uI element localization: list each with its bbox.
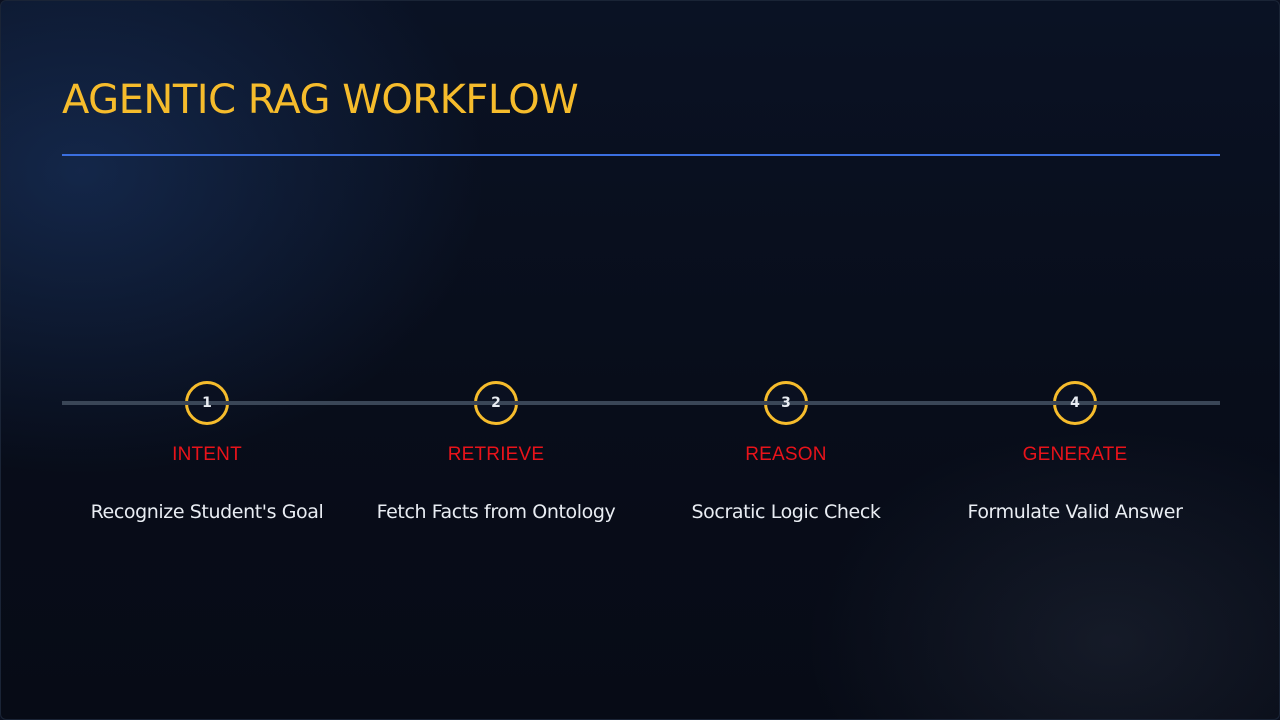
timeline-line	[62, 401, 1220, 405]
step-node-2: 2	[474, 381, 518, 425]
step-number: 3	[781, 395, 791, 411]
step-description: Fetch Facts from Ontology	[376, 501, 616, 523]
step-node-1: 1	[185, 381, 229, 425]
step-label: RETRIEVE	[447, 444, 545, 465]
step-node-4: 4	[1053, 381, 1097, 425]
step-label: REASON	[745, 444, 827, 465]
step-label: GENERATE	[1022, 444, 1128, 465]
step-number: 2	[491, 395, 501, 411]
node-timeline-segment	[185, 401, 229, 405]
slide-title: AGENTIC RAG WORKFLOW	[62, 77, 579, 123]
title-divider	[62, 154, 1220, 156]
step-number: 4	[1070, 395, 1080, 411]
step-number: 1	[202, 395, 212, 411]
node-timeline-segment	[764, 401, 808, 405]
step-description: Socratic Logic Check	[691, 501, 881, 523]
step-description: Formulate Valid Answer	[967, 501, 1183, 523]
node-timeline-segment	[1053, 401, 1097, 405]
workflow-step-retrieve: 2 RETRIEVE Fetch Facts from Ontology	[351, 381, 641, 525]
workflow-step-intent: 1 INTENT Recognize Student's Goal	[62, 381, 352, 525]
workflow-step-reason: 3 REASON Socratic Logic Check	[641, 381, 931, 525]
node-timeline-segment	[474, 401, 518, 405]
step-label: INTENT	[172, 444, 242, 465]
step-description: Recognize Student's Goal	[90, 501, 324, 523]
step-node-3: 3	[764, 381, 808, 425]
workflow-step-generate: 4 GENERATE Formulate Valid Answer	[930, 381, 1220, 525]
